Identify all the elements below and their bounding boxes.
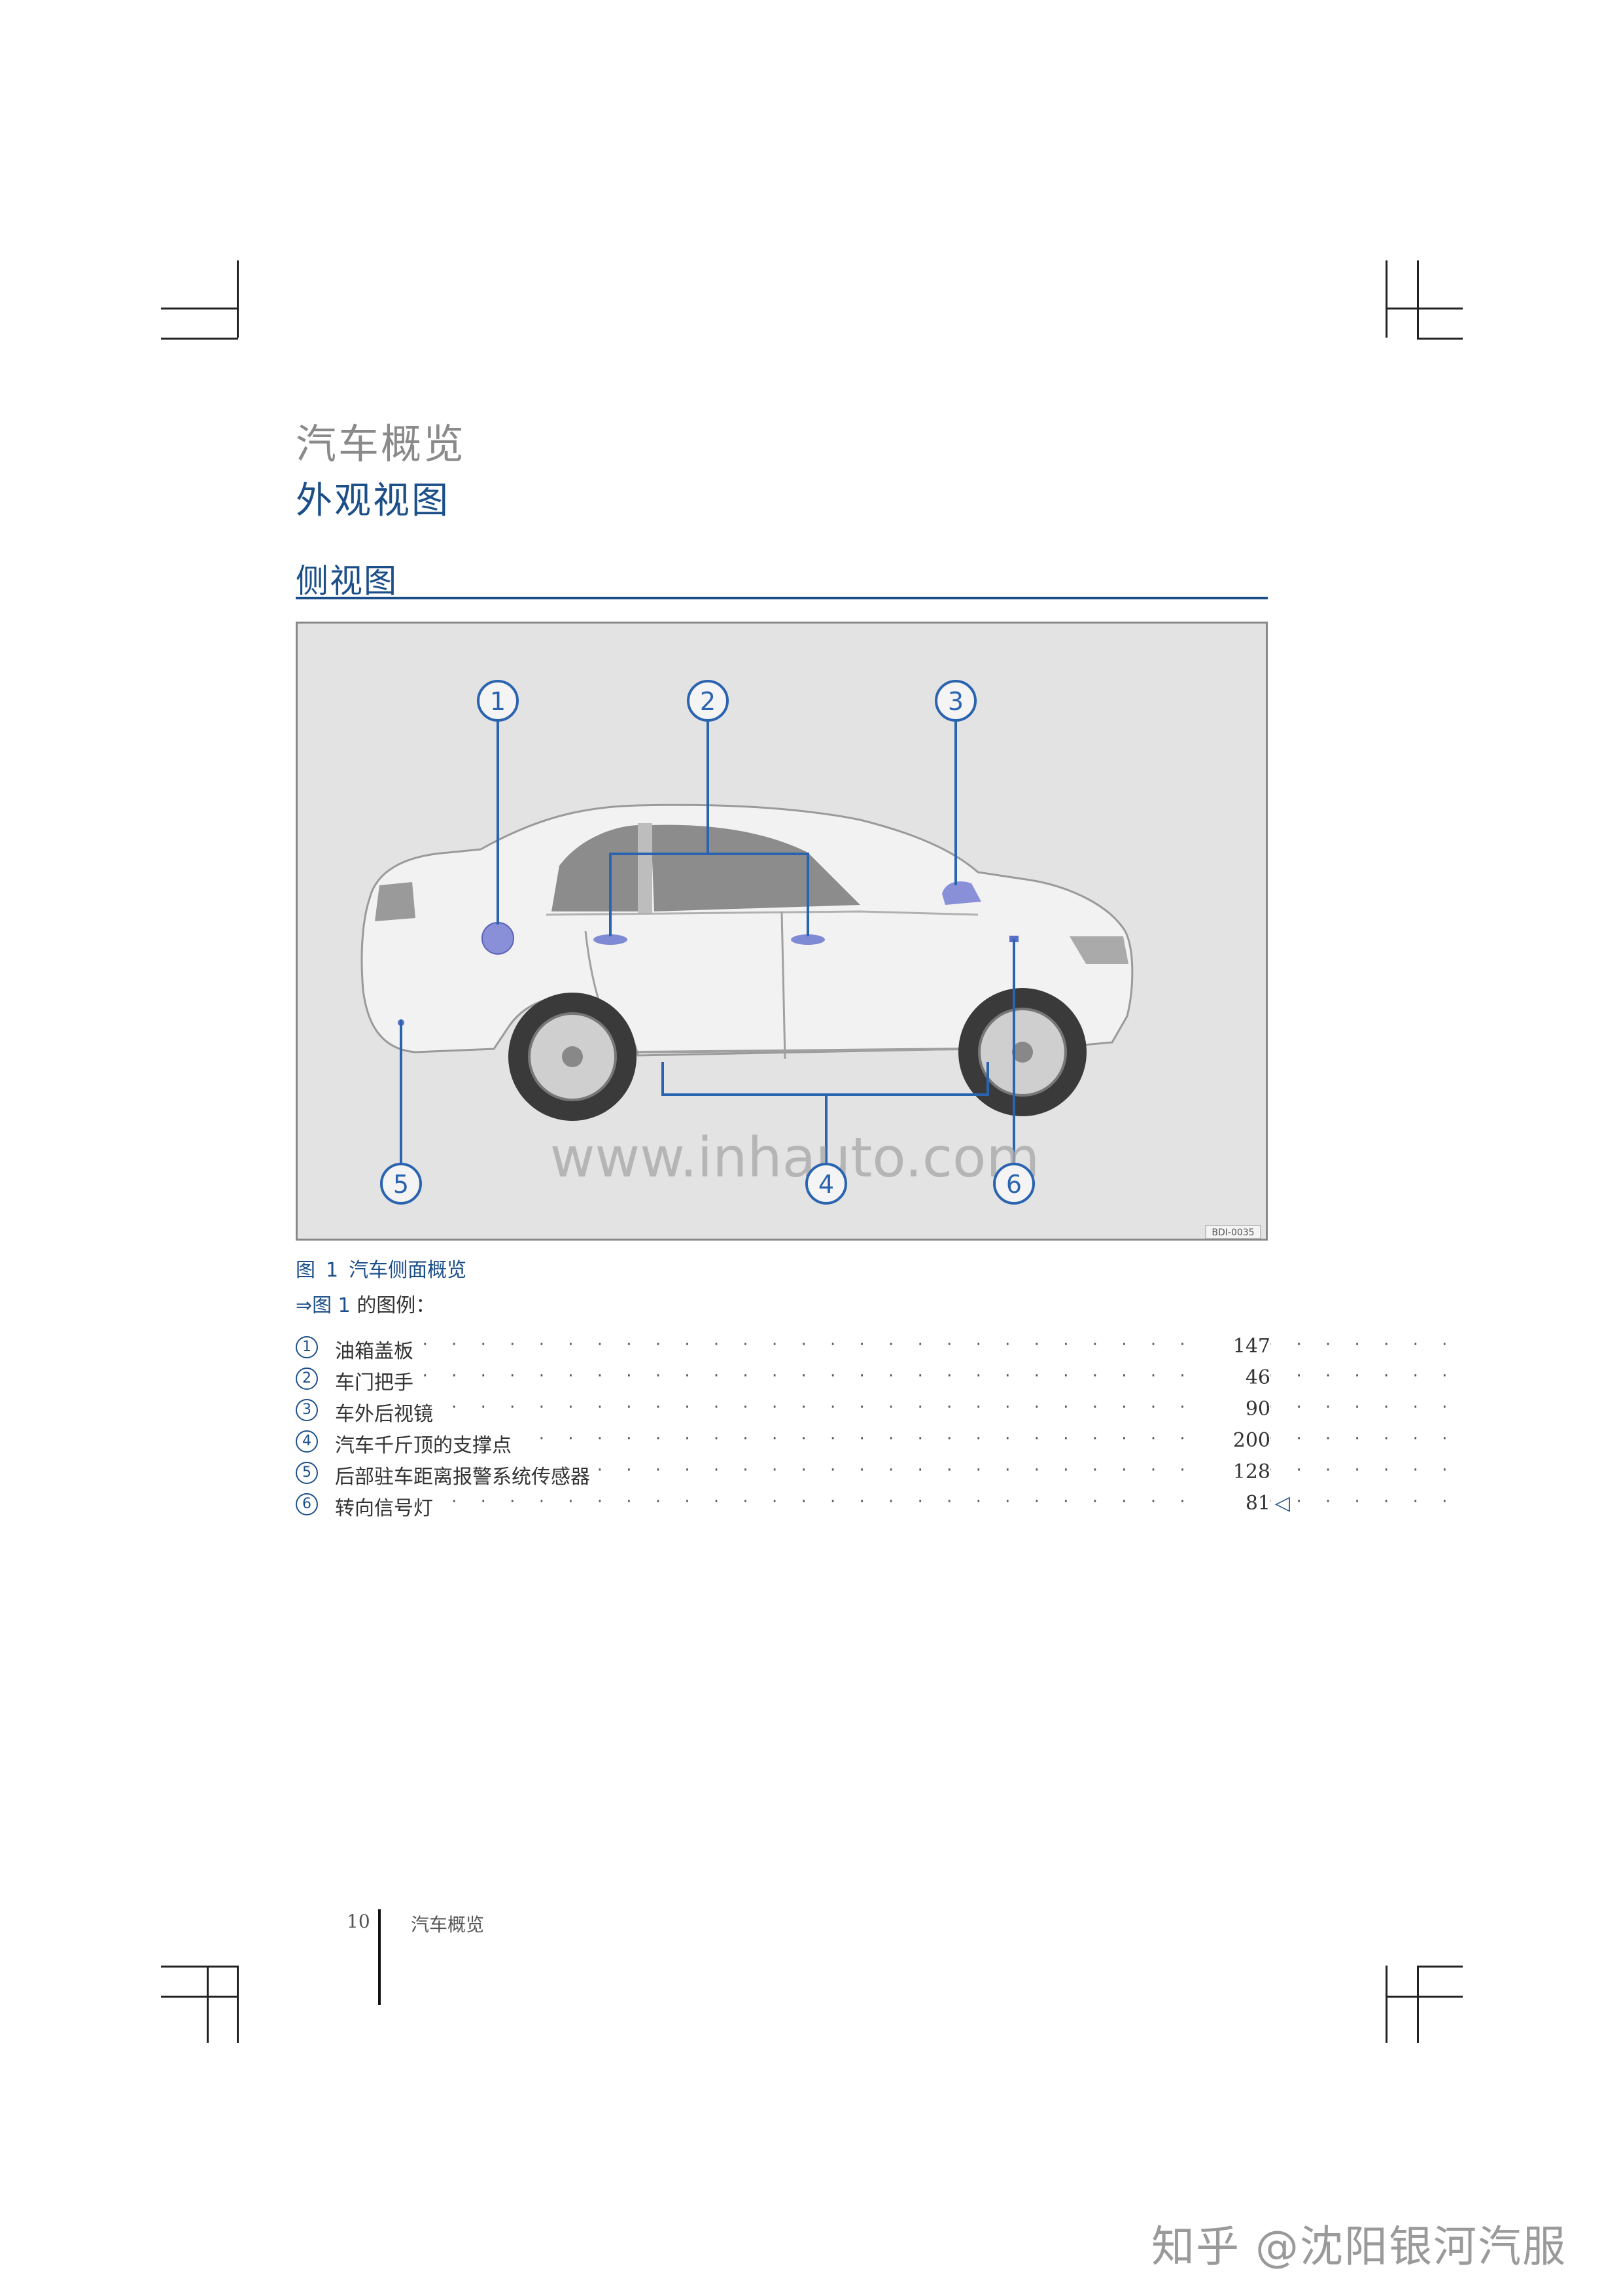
- window-pillar: [638, 823, 652, 913]
- legend-label: 车门把手: [335, 1366, 420, 1395]
- callout-3: 3: [935, 680, 977, 722]
- callout-4: 4: [805, 1163, 847, 1205]
- figure-reference-link[interactable]: 图 1: [312, 1294, 351, 1317]
- crop-mark: [1417, 338, 1463, 340]
- crop-mark: [161, 1966, 238, 1968]
- crop-mark: [1386, 1996, 1463, 1998]
- crop-mark: [161, 1996, 238, 1998]
- legend-label: 车外后视镜: [335, 1398, 440, 1426]
- callout-number: 4: [818, 1170, 834, 1199]
- rear-hub: [562, 1046, 583, 1067]
- car-side-figure: www.inhauto.com 1 2 3 4 5 6 BDI-0035: [296, 622, 1268, 1241]
- legend-label: 汽车千斤顶的支撑点: [335, 1429, 518, 1458]
- end-triangle-icon: ◁: [1274, 1492, 1290, 1515]
- car-body: [360, 804, 1134, 1057]
- callout-number: 1: [490, 687, 506, 716]
- legend-item: 3 · · · · · · · · · · · · · · · · · · · …: [296, 1396, 1454, 1428]
- figure-code-box: [1205, 1225, 1261, 1239]
- zhihu-watermark: 知乎 @沈阳银河汽服: [1151, 2221, 1567, 2272]
- caption-text: 汽车侧面概览: [349, 1259, 467, 1282]
- crop-mark: [161, 308, 238, 309]
- page-reference[interactable]: 147: [1192, 1335, 1270, 1358]
- footer-chapter: 汽车概览: [411, 1914, 485, 1935]
- caption-number: 1: [326, 1259, 339, 1282]
- crop-mark: [1386, 308, 1463, 309]
- legend-label: 转向信号灯: [335, 1492, 440, 1521]
- door-handle-highlight: [791, 934, 825, 945]
- footer-page-number: 10: [347, 1911, 370, 1932]
- page-reference[interactable]: 81: [1192, 1492, 1270, 1515]
- sill-line: [637, 1048, 969, 1053]
- section-title: 外观视图: [296, 480, 450, 522]
- watermark: www.inhauto.com: [550, 1125, 1040, 1190]
- crop-mark: [1417, 260, 1419, 338]
- door-line: [780, 911, 786, 1059]
- sub-title: 侧视图: [296, 562, 398, 600]
- caption-prefix: 图: [296, 1259, 315, 1282]
- crop-mark: [1417, 1966, 1463, 1968]
- page-reference[interactable]: 128: [1192, 1460, 1270, 1483]
- crop-mark: [161, 338, 238, 340]
- car-side-illustration: www.inhauto.com 1 2 3 4 5 6 BDI-0035: [298, 624, 1266, 1239]
- legend-label: 后部驻车距离报警系统传感器: [335, 1460, 597, 1489]
- callout-5: 5: [380, 1163, 422, 1205]
- crop-mark: [1386, 1966, 1387, 2043]
- legend-list: 1 · · · · · · · · · · · · · · · · · · · …: [296, 1333, 1454, 1522]
- legend-number-badge: 4: [296, 1430, 318, 1453]
- page-reference[interactable]: 200: [1192, 1429, 1270, 1452]
- title-rule: [296, 597, 1268, 599]
- legend-item: 4 · · · · · · · · · · · · · · · · · · · …: [296, 1428, 1454, 1459]
- crop-mark: [237, 1966, 239, 2043]
- leader-dots: · · · · · · · · · · · · · · · · · · · · …: [335, 1335, 1454, 1354]
- legend-number-badge: 1: [296, 1336, 318, 1358]
- crop-mark: [207, 1966, 209, 2043]
- arrow-icon: ⇒: [296, 1294, 313, 1317]
- callout-1: 1: [477, 680, 519, 722]
- front-hub: [1012, 1042, 1033, 1063]
- callout-6: 6: [993, 1163, 1035, 1205]
- legend-number-badge: 2: [296, 1368, 318, 1390]
- mirror-highlight: [942, 881, 981, 905]
- page-reference[interactable]: 46: [1192, 1366, 1270, 1389]
- figure-code: BDI-0035: [1212, 1227, 1254, 1238]
- callout-number: 3: [948, 687, 964, 716]
- page-reference[interactable]: 90: [1192, 1398, 1270, 1421]
- door-handle-highlight: [593, 934, 627, 945]
- crop-mark: [1386, 260, 1387, 338]
- legend-number-badge: 6: [296, 1493, 318, 1515]
- callout-2: 2: [687, 680, 729, 722]
- legend-intro-text: 的图例：: [357, 1294, 436, 1317]
- crop-mark: [1417, 1966, 1419, 2043]
- leader-dots: · · · · · · · · · · · · · · · · · · · · …: [335, 1366, 1454, 1386]
- fuel-flap-highlight: [481, 922, 514, 955]
- legend-item: 6 · · · · · · · · · · · · · · · · · · · …: [296, 1491, 1454, 1522]
- callout-number: 6: [1006, 1170, 1022, 1199]
- rear-window: [551, 825, 640, 911]
- footer-divider: [378, 1909, 381, 2005]
- legend-item: 5 · · · · · · · · · · · · · · · · · · · …: [296, 1459, 1454, 1491]
- callout-number: 2: [700, 687, 716, 716]
- tail-light: [375, 882, 415, 921]
- callout-number: 5: [393, 1170, 409, 1199]
- legend-item: 2 · · · · · · · · · · · · · · · · · · · …: [296, 1365, 1454, 1396]
- legend-number-badge: 5: [296, 1462, 318, 1484]
- callout-lines: [400, 720, 1015, 1163]
- crop-mark: [237, 260, 239, 338]
- legend-item: 1 · · · · · · · · · · · · · · · · · · · …: [296, 1333, 1454, 1365]
- head-light: [1070, 936, 1128, 964]
- door-line: [546, 910, 979, 916]
- legend-label: 油箱盖板: [335, 1335, 420, 1364]
- legend-intro: ⇒图 1 的图例：: [296, 1289, 435, 1318]
- leader-dots: · · · · · · · · · · · · · · · · · · · · …: [335, 1398, 1454, 1417]
- chapter-title: 汽车概览: [296, 420, 466, 468]
- legend-number-badge: 3: [296, 1399, 318, 1421]
